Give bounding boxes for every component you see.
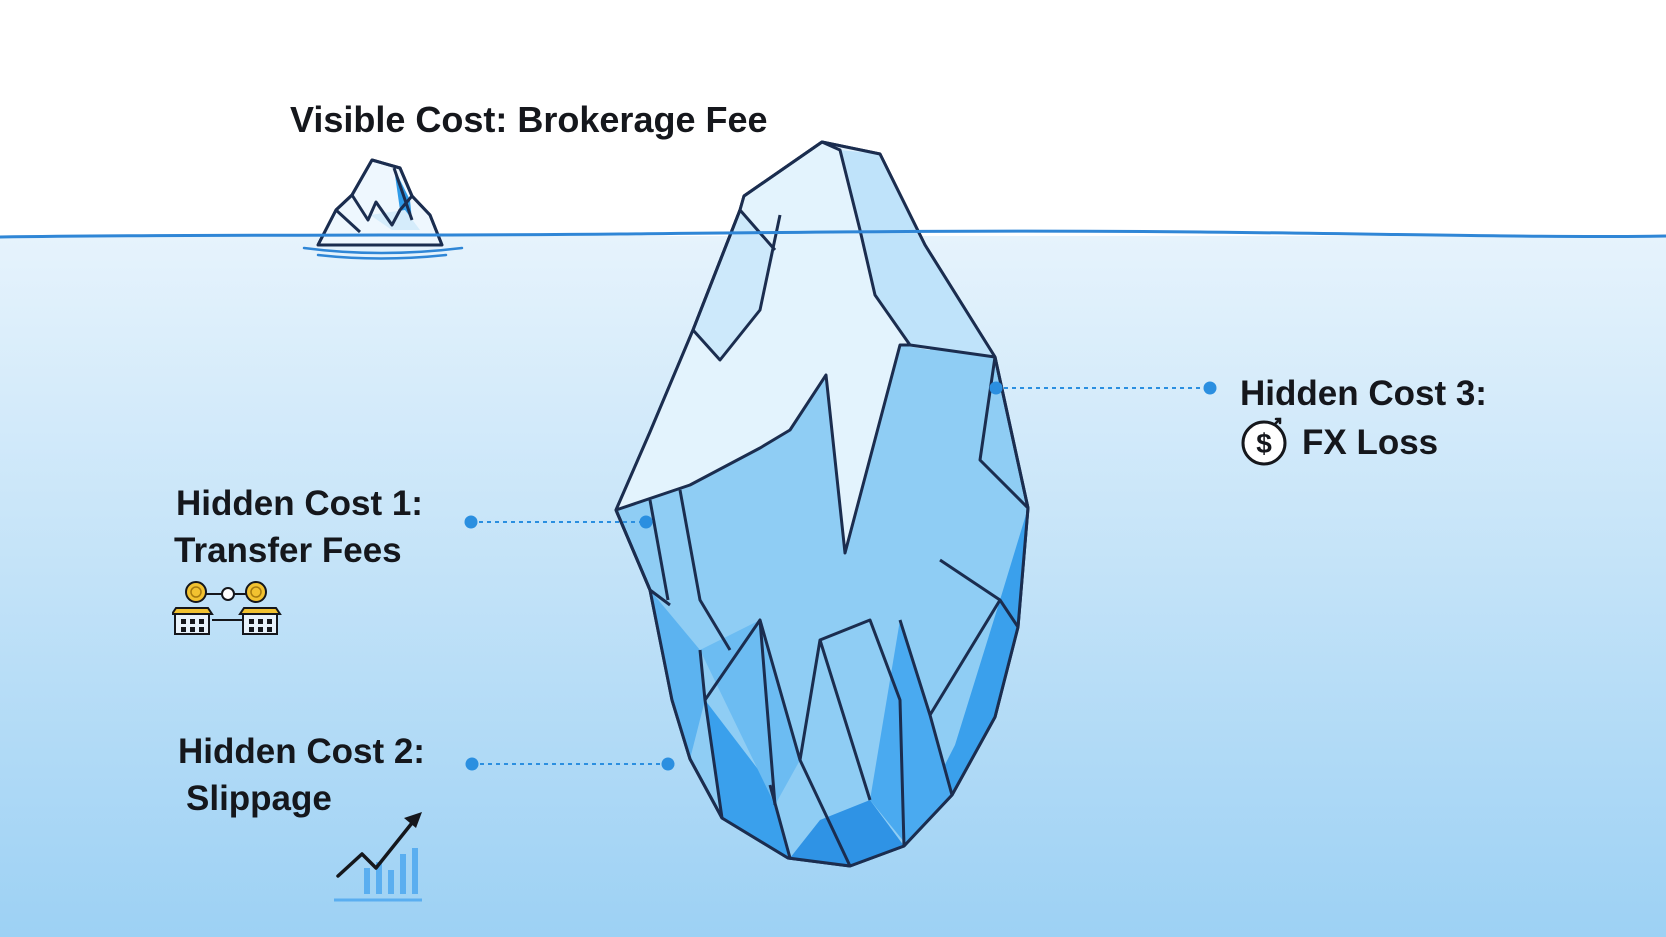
hidden-cost-1-label: Hidden Cost 1: Transfer Fees bbox=[174, 480, 423, 575]
water-surface-line bbox=[0, 229, 1666, 239]
water-ripples bbox=[302, 246, 464, 260]
trending-chart-icon bbox=[334, 812, 422, 902]
connector-2 bbox=[465, 757, 675, 771]
hidden-cost-1-name: Transfer Fees bbox=[174, 531, 402, 571]
bank-transfer-icon bbox=[172, 581, 282, 635]
visible-cost-label: Visible Cost: Brokerage Fee bbox=[290, 99, 768, 140]
connector-3 bbox=[989, 381, 1217, 395]
hidden-cost-3-name: FX Loss bbox=[1302, 422, 1439, 462]
hidden-cost-2-title: Hidden Cost 2: bbox=[178, 732, 425, 771]
dollar-coin-icon: $ bbox=[1241, 418, 1287, 466]
main-iceberg bbox=[614, 140, 1030, 868]
hidden-cost-2-name: Slippage bbox=[186, 779, 332, 819]
hidden-cost-2-label: Hidden Cost 2: Slippage bbox=[178, 728, 425, 823]
hidden-cost-1-title: Hidden Cost 1: bbox=[176, 484, 423, 523]
hidden-cost-3-label: Hidden Cost 3: $ FX Loss bbox=[1240, 370, 1487, 467]
svg-text:$: $ bbox=[1256, 428, 1272, 459]
connector-1 bbox=[464, 515, 653, 529]
hidden-cost-3-title: Hidden Cost 3: bbox=[1240, 374, 1487, 413]
